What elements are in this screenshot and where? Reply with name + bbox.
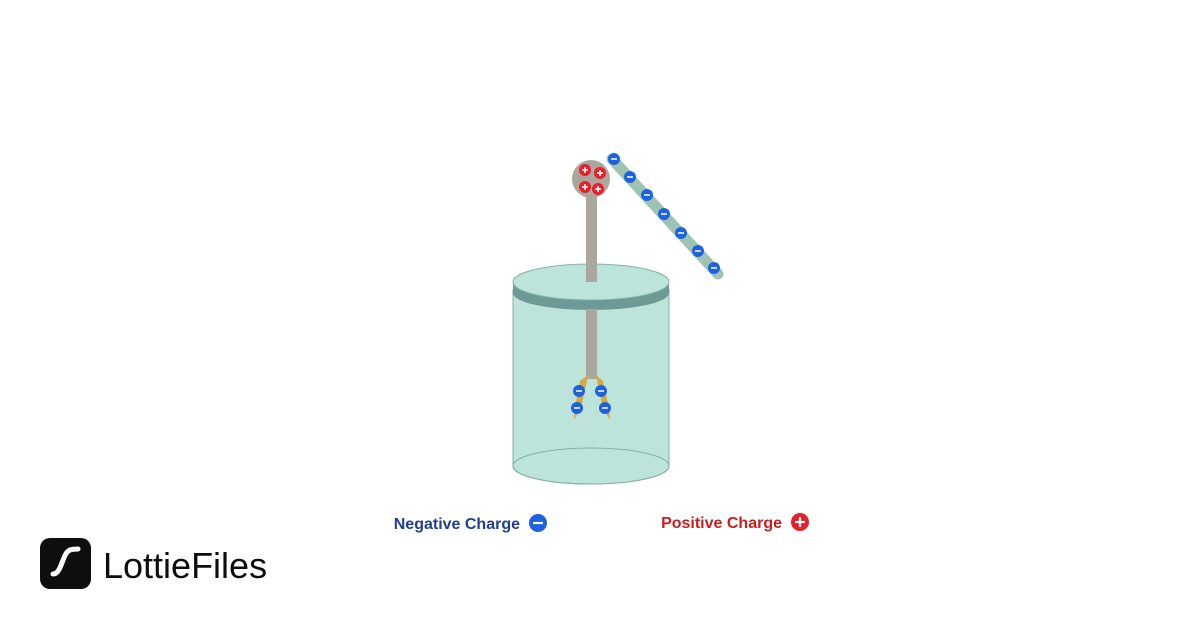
stem-lower <box>586 309 597 379</box>
positive-charge-icon <box>579 164 591 176</box>
knob-charges <box>579 164 606 195</box>
jar <box>512 289 670 485</box>
negative-charge-icon <box>595 385 607 397</box>
leaf-charges <box>571 385 611 414</box>
legend-positive-label: Positive Charge <box>661 515 782 532</box>
negative-charge-icon <box>624 171 636 183</box>
brand-name: LottieFiles <box>103 545 267 586</box>
negative-charge-icon <box>571 402 583 414</box>
negative-charge-icon <box>675 227 687 239</box>
stem-upper <box>586 195 597 282</box>
positive-charge-icon <box>592 183 604 195</box>
negative-charge-icon <box>658 208 670 220</box>
jar-base-rim <box>512 447 670 485</box>
rod-charges <box>608 153 720 274</box>
lottiefiles-logo-icon <box>40 538 91 589</box>
legend: Negative Charge Positive Charge <box>394 513 809 533</box>
negative-charge-icon <box>599 402 611 414</box>
legend-negative-label: Negative Charge <box>394 516 520 533</box>
negative-charge-icon <box>692 245 704 257</box>
negative-charge-icon <box>608 153 620 165</box>
positive-charge-icon <box>594 167 606 179</box>
brand: LottieFiles <box>40 538 267 589</box>
knob <box>572 160 610 198</box>
negative-charge-icon <box>641 189 653 201</box>
positive-charge-icon <box>579 181 591 193</box>
legend-positive-icon <box>791 513 809 531</box>
negative-charge-icon <box>708 262 720 274</box>
legend-negative-icon <box>529 514 547 532</box>
negative-charge-icon <box>573 385 585 397</box>
